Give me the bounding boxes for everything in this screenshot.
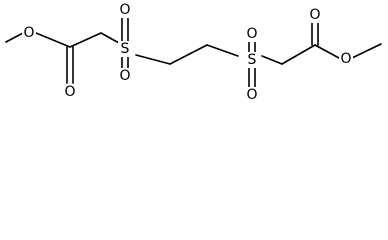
atom-labels: O O S O O S O O O O	[22, 2, 353, 103]
atom-o-ether-right: O	[340, 51, 351, 67]
bond-ch2-carbonyl-right	[281, 44, 316, 65]
bond-o-methyl-right	[351, 43, 382, 59]
atom-s-left: S	[121, 41, 130, 57]
bond-s2-ch2-right	[261, 55, 283, 65]
atom-o-s1-top: O	[119, 2, 130, 18]
atom-o-carbonyl-left: O	[64, 84, 75, 100]
atom-o-carbonyl-right: O	[309, 7, 320, 23]
bond-carbonyl-ch2-left	[69, 32, 102, 48]
bond-carbonyl-o-right	[314, 44, 340, 59]
atom-o-s1-bottom: O	[119, 68, 130, 84]
atom-o-ether-left: O	[23, 25, 34, 41]
bond-methyl-o-left	[5, 32, 24, 43]
atom-o-s2-top: O	[246, 26, 257, 42]
bonds	[5, 17, 382, 88]
bond-s1-ch2	[135, 54, 171, 65]
bond-o-carbonyl-c-left	[35, 32, 71, 48]
bond-ch2-s-left	[100, 32, 120, 44]
atom-s-right: S	[248, 52, 257, 68]
bond-ch2-ch2	[169, 44, 208, 65]
chemical-structure: O O S O O S O O O O	[5, 2, 382, 103]
bond-ch2-s2	[206, 44, 239, 57]
atom-o-s2-bottom: O	[246, 87, 257, 103]
